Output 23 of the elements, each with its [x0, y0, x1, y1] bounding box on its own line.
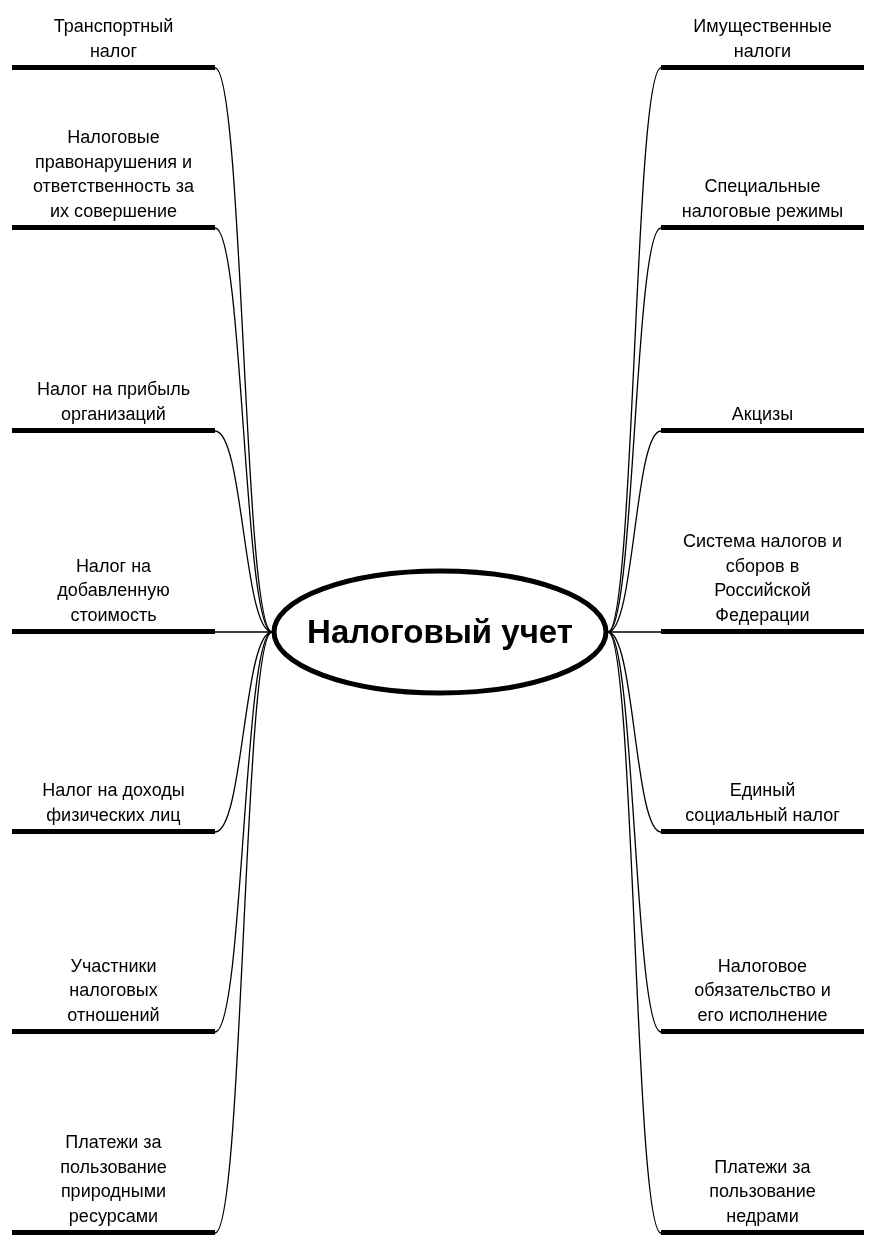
connector-curve — [607, 631, 662, 1234]
connector-curve — [214, 631, 273, 1033]
topic-label: Налоговое обязательство и его исполнение — [693, 954, 832, 1027]
central-topic-ellipse — [271, 568, 609, 696]
topic-label: Налоговые правонарушения и ответственность за их совершение — [31, 126, 196, 223]
topic-label: Участники налоговых отношений — [66, 954, 161, 1027]
topic-label: Единый социальный налог — [684, 779, 841, 827]
topic-label: Акцизы — [730, 402, 795, 426]
connector-curve — [607, 67, 662, 633]
topic-label: Налог на доходы физических лиц — [41, 779, 186, 827]
topic-label: Система налогов и сборов в Российской Федерации — [682, 530, 843, 627]
topic-label: Налоговый учет — [307, 613, 573, 651]
topic-label: Платежи за пользование природными ресурсами — [59, 1131, 168, 1228]
topic-label: Специальные налоговые режимы — [680, 175, 845, 223]
topic-label: Имущественные налоги — [692, 15, 833, 63]
topic-label: Транспортный налог — [52, 15, 175, 63]
topic-label: Налог на прибыль организаций — [35, 378, 192, 426]
connector-curve — [607, 227, 662, 633]
topic-label: Платежи за пользование недрами — [708, 1155, 817, 1228]
connector-curve — [214, 631, 273, 1234]
topic-label: Налог на добавленную стоимость — [56, 554, 171, 627]
connector-curve — [214, 227, 273, 633]
connector-curve — [607, 631, 662, 833]
